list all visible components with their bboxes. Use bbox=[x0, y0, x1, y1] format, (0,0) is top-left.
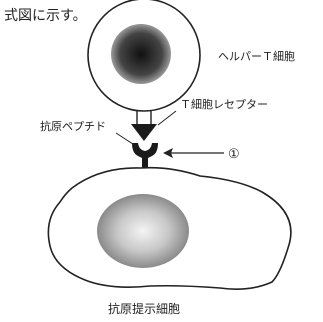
leader-antigen-peptide bbox=[115, 132, 137, 147]
leader-t-cell-receptor bbox=[157, 110, 177, 126]
helper-t-cell-nucleus bbox=[111, 24, 171, 84]
caption-top: 式図に示す。 bbox=[4, 8, 87, 24]
label-t-cell-receptor: Ｔ細胞レセプター bbox=[180, 98, 268, 111]
label-marker-1: ① bbox=[228, 147, 240, 162]
label-helper-t-cell: ヘルパーＴ細胞 bbox=[218, 50, 295, 63]
antigen-presenting-cell-nucleus bbox=[97, 194, 189, 268]
helper-t-cell bbox=[87, 0, 201, 141]
label-antigen-peptide: 抗原ペプチド bbox=[40, 119, 106, 133]
arrow-marker-head bbox=[163, 148, 173, 158]
mhc-peptide-complex bbox=[132, 143, 158, 168]
t-cell-receptor-shape bbox=[131, 124, 157, 141]
label-antigen-presenting-cell: 抗原提示細胞 bbox=[108, 301, 180, 316]
